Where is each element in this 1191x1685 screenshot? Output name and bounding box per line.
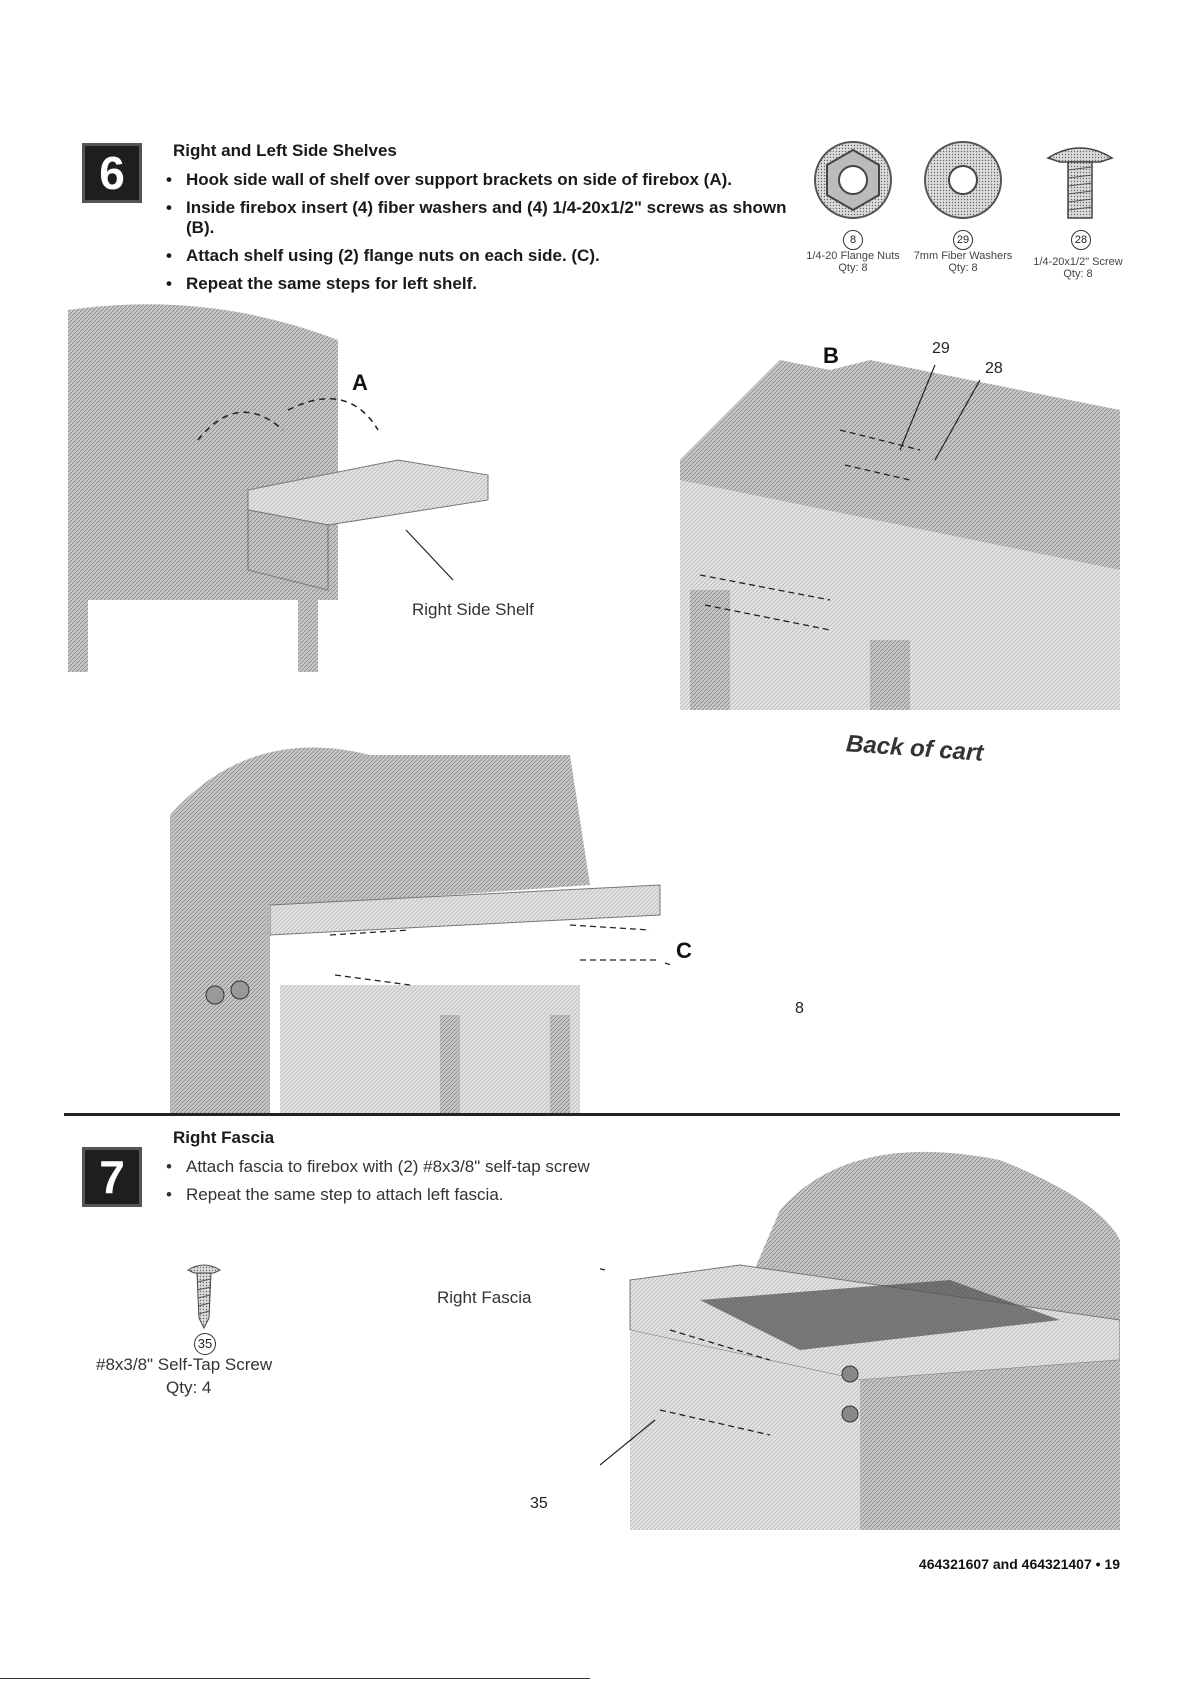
bottom-rule [0,1678,590,1679]
part-number-29: 29 [953,230,973,250]
step-6-bullet: Repeat the same steps for left shelf. [162,274,812,294]
fiber-washers-label: 7mm Fiber Washers Qty: 8 [898,250,1028,274]
callout-28: 28 [985,360,1003,377]
flange-nuts-label: 1/4-20 Flange Nuts Qty: 8 [788,250,918,274]
right-side-shelf-label: Right Side Shelf [412,600,534,619]
part-name: 7mm Fiber Washers [913,250,1013,262]
section-divider [64,1113,1120,1116]
flange-nut-icon [814,141,892,219]
figure-b-letter: B [823,343,839,368]
back-of-cart-caption: Back of cart [845,730,985,767]
figure-c-letter: C [676,938,692,963]
step-7-instructions: Attach fascia to firebox with (2) #8x3/8… [162,1157,782,1213]
step-6-title: Right and Left Side Shelves [173,141,397,160]
self-tap-screw-qty: Qty: 4 [166,1378,212,1397]
figure-b-firebox-interior [680,360,1120,710]
part-name: 1/4-20x1/2" Screw [1033,256,1123,268]
part-qty: Qty: 8 [948,262,978,274]
step-7-number: 7 [82,1147,142,1207]
part-name: 1/4-20 Flange Nuts [806,250,900,262]
part-number-28: 28 [1071,230,1091,250]
page-number: 464321607 and 464321407 • 19 [918,1556,1120,1572]
screw-icon [1046,147,1114,219]
part-number-35: 35 [194,1333,216,1355]
figure-step-7-fascia [600,1151,1120,1530]
step-6-instructions: Hook side wall of shelf over support bra… [162,170,812,302]
step-7-bullet: Attach fascia to firebox with (2) #8x3/8… [162,1157,782,1177]
callout-29: 29 [932,340,950,357]
step-6-number: 6 [82,143,142,203]
step-7-title: Right Fascia [173,1128,275,1147]
self-tap-screw-name: #8x3/8" Self-Tap Screw [96,1355,273,1374]
figure-a-shelf-hook [68,304,489,672]
step-6-bullet: Inside firebox insert (4) fiber washers … [162,198,812,238]
self-tap-screw-icon [186,1264,222,1330]
figure-a-letter: A [352,370,368,395]
fiber-washer-icon [924,141,1002,219]
part-qty: Qty: 8 [838,262,868,274]
step-7-bullet: Repeat the same step to attach left fasc… [162,1185,782,1205]
callout-35: 35 [530,1495,548,1512]
part-qty: Qty: 8 [1063,268,1093,280]
step-6-bullet: Attach shelf using (2) flange nuts on ea… [162,246,812,266]
screw-label: 1/4-20x1/2" Screw Qty: 8 [1018,256,1138,280]
callout-8: 8 [795,1000,804,1017]
part-number-8: 8 [843,230,863,250]
right-fascia-label: Right Fascia [437,1288,532,1307]
figure-c-shelf-attach [170,747,670,1115]
step-6-bullet: Hook side wall of shelf over support bra… [162,170,812,190]
